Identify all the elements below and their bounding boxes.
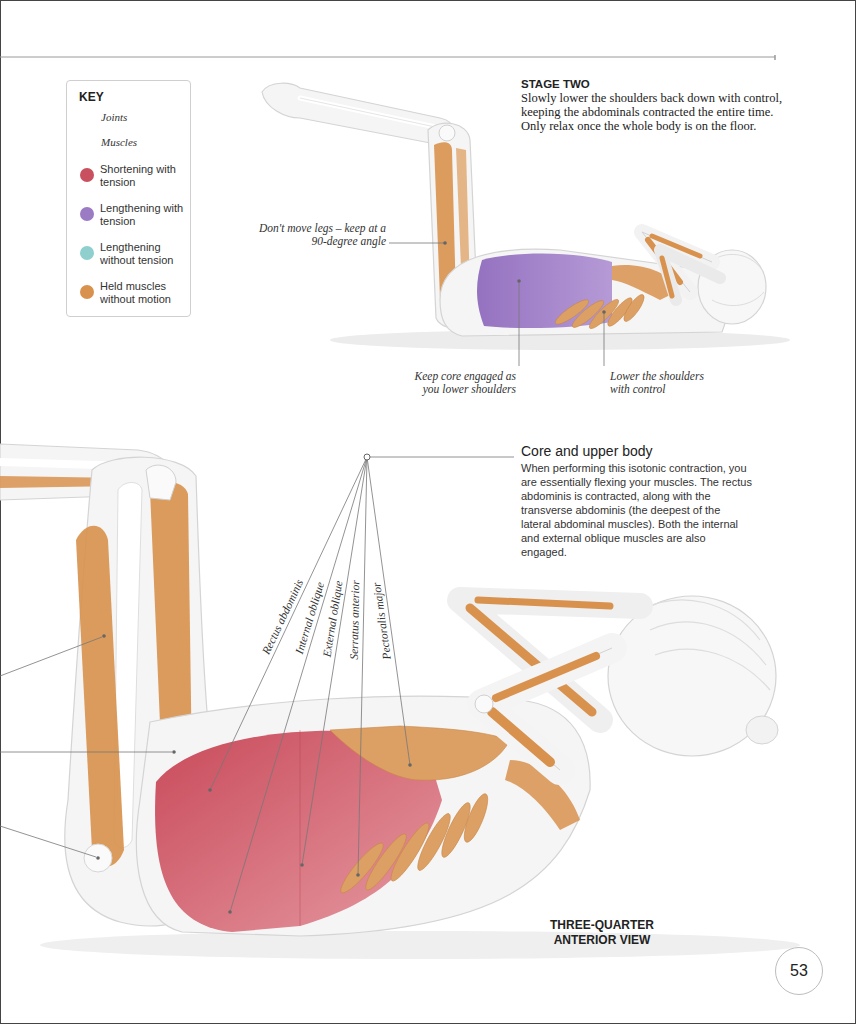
muscle-label: Serratus anterior [348, 580, 363, 660]
legend-swatch [80, 168, 94, 182]
callout-note: Keep core engaged as you lower shoulders [396, 370, 516, 396]
legend-text: Lengthening with tension [100, 202, 184, 228]
legend-text: Muscles [101, 136, 185, 149]
section-heading: Core and upper body [521, 443, 781, 459]
legend-swatch [80, 207, 94, 221]
legend-text: Lengthening without tension [100, 241, 184, 267]
section-text: When performing this isotonic contractio… [521, 461, 753, 559]
legend-text: Held muscles without motion [100, 280, 184, 306]
callout-note: Lower the shoulders with control [610, 370, 722, 396]
view-label: THREE-QUARTER ANTERIOR VIEW [522, 918, 682, 948]
callout-note: Don't move legs – keep at a 90-degree an… [258, 222, 386, 248]
legend-text: Joints [101, 111, 185, 124]
stage-text: Slowly lower the shoulders back down wit… [521, 91, 783, 133]
page-number: 53 [790, 962, 808, 980]
page-number-circle: 53 [775, 947, 823, 995]
legend-swatch [80, 246, 94, 260]
bottom-figure [0, 444, 800, 959]
legend-text: Shortening with tension [100, 163, 184, 189]
stage-heading: STAGE TWO [521, 77, 781, 91]
legend-swatch [80, 285, 94, 299]
key-heading: KEY [79, 90, 139, 104]
